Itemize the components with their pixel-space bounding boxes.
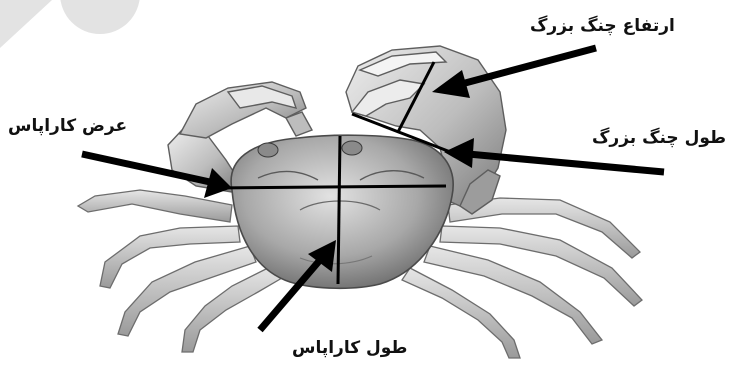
label-carapace-length: طول کاراپاس — [292, 340, 407, 357]
carapace-length-line — [338, 136, 340, 284]
label-claw-length: طول چنگ بزرگ — [592, 130, 726, 147]
carapace-width-line — [212, 186, 446, 188]
label-carapace-width: عرض کاراپاس — [8, 118, 127, 135]
corner-decoration — [0, 0, 140, 48]
label-claw-height: ارتفاع چنگ بزرگ — [530, 18, 675, 35]
carapace — [231, 135, 453, 288]
